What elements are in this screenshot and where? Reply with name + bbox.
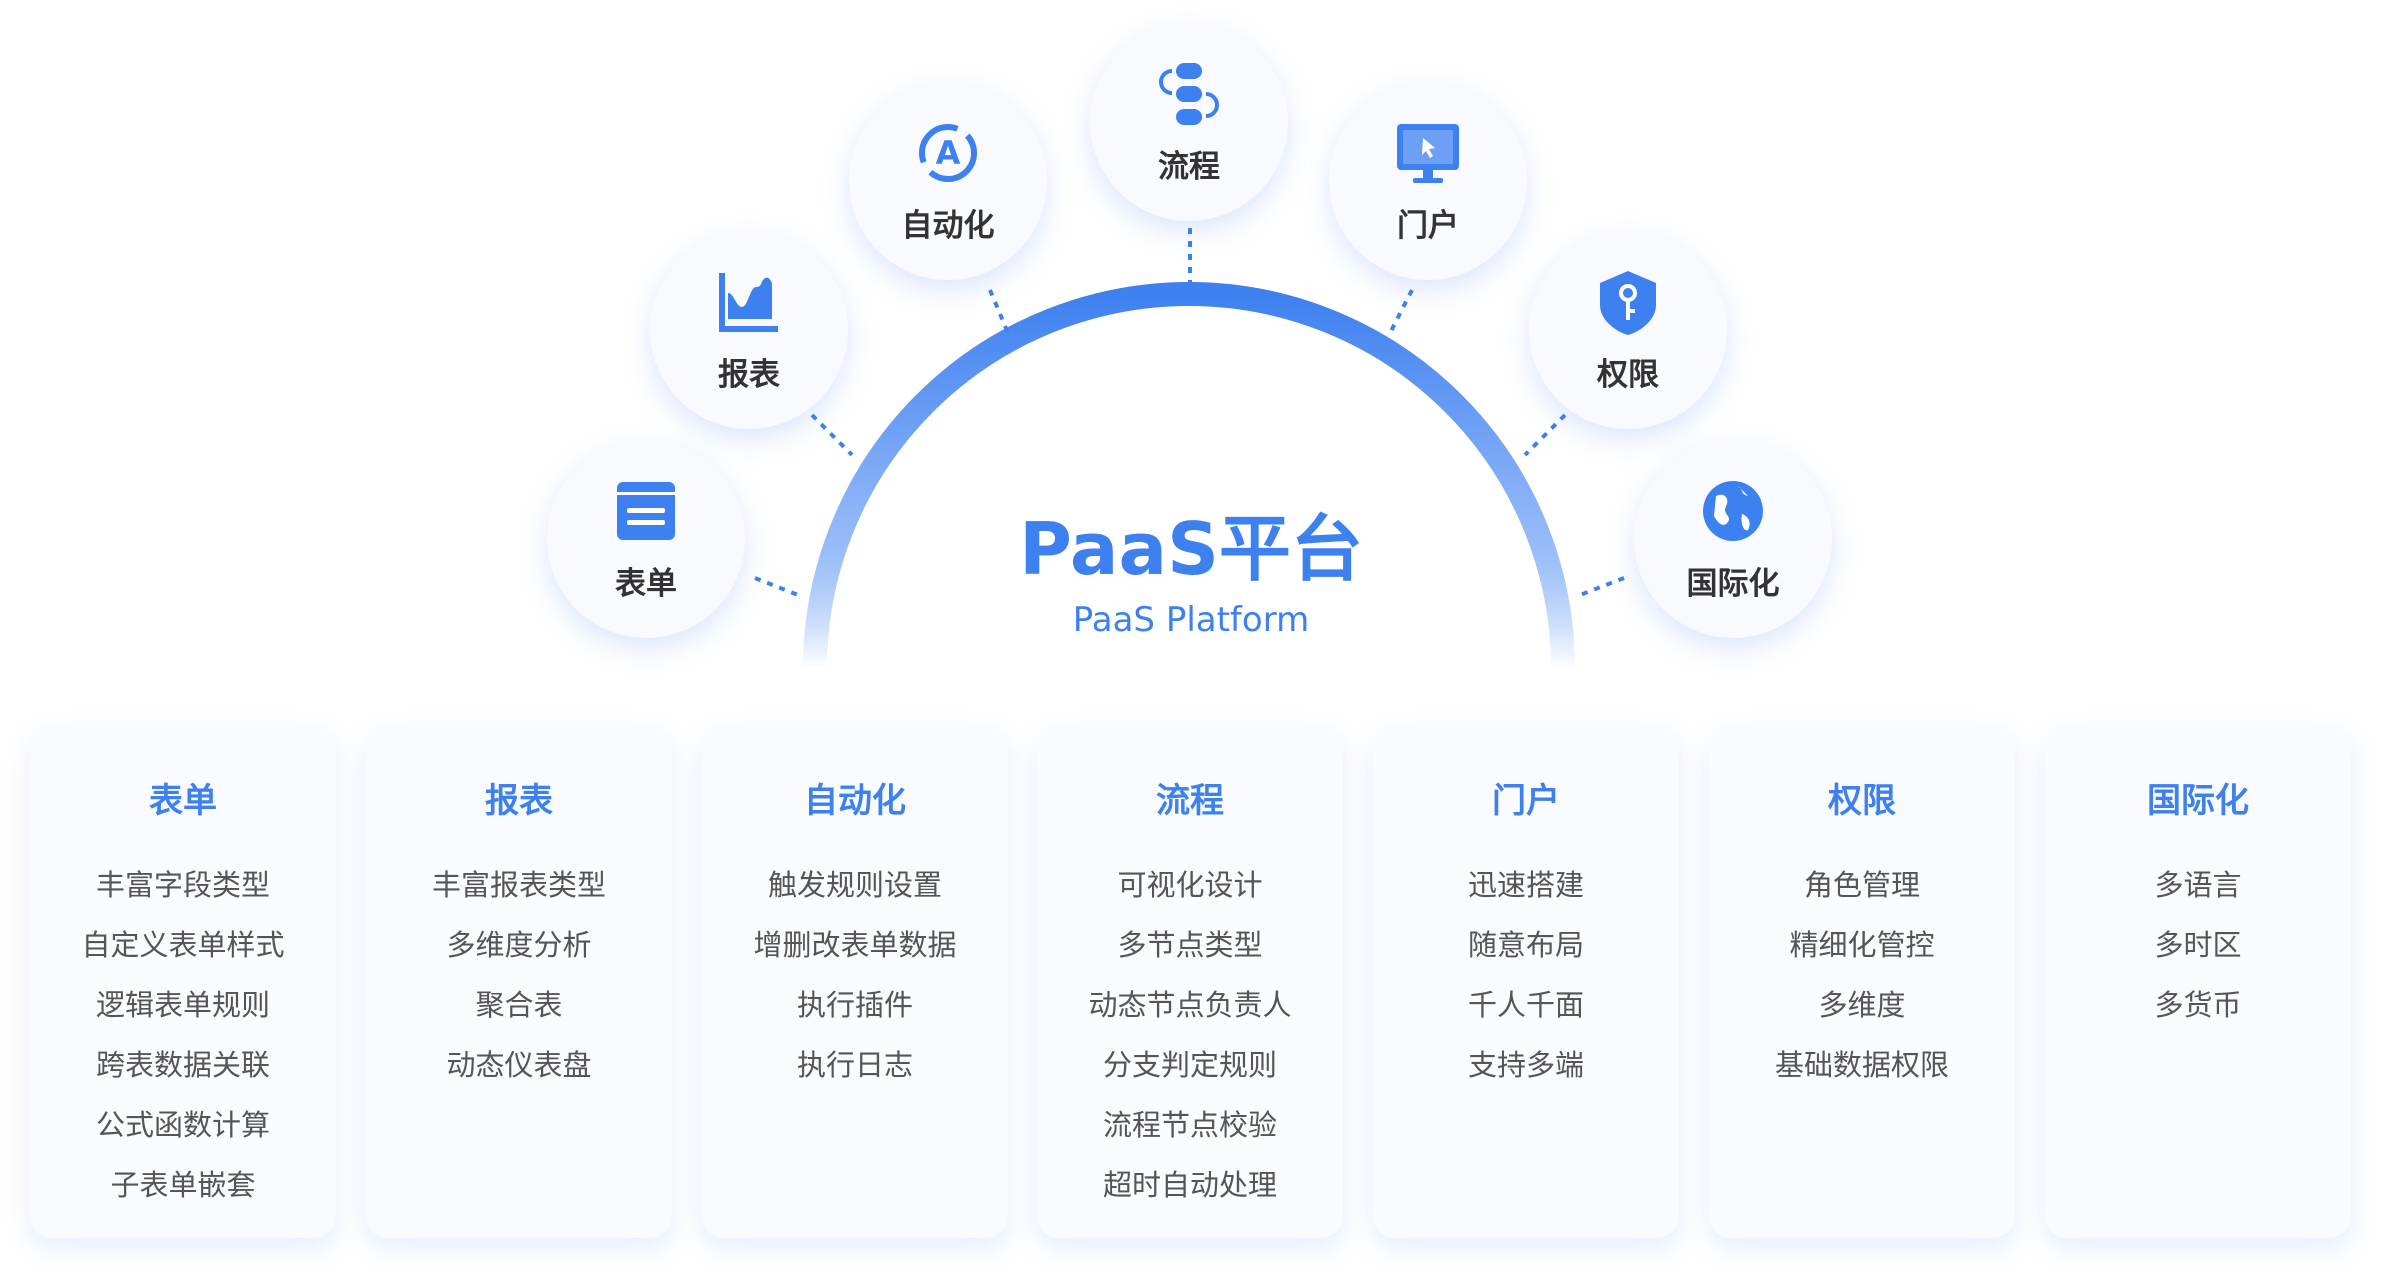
globe-icon [1703,480,1763,541]
hub-label: 报表 [718,356,780,393]
feature-item: 跨表数据关联 [95,1048,270,1082]
feature-card: 报表丰富报表类型多维度分析聚合表动态仪表盘 [366,725,672,1238]
card-title: 权限 [1828,781,1896,821]
shield-key-icon [1600,270,1656,335]
feature-item: 流程节点校验 [1102,1108,1277,1142]
feature-item: 多节点类型 [1117,928,1263,962]
feature-item: 迅速搭建 [1467,868,1584,902]
card-title: 门户 [1492,781,1560,821]
feature-item: 千人千面 [1467,988,1584,1022]
feature-item: 触发规则设置 [767,868,942,902]
feature-card: 门户迅速搭建随意布局千人千面支持多端 [1373,725,1679,1238]
feature-card: 权限角色管理精细化管控多维度基础数据权限 [1709,725,2015,1238]
feature-item: 动态节点负责人 [1088,988,1292,1022]
card-title: 表单 [149,781,217,821]
feature-item: 精细化管控 [1789,928,1935,962]
feature-card: 表单丰富字段类型自定义表单样式逻辑表单规则跨表数据关联公式函数计算子表单嵌套 [30,725,336,1238]
hub-shield-key: 权限 [1529,231,1727,429]
workflow-icon [1159,62,1219,125]
feature-list: 角色管理精细化管控多维度基础数据权限 [1709,867,2015,1107]
automation-icon: A [919,123,977,182]
feature-list: 丰富字段类型自定义表单样式逻辑表单规则跨表数据关联公式函数计算子表单嵌套 [30,867,336,1227]
svg-text:A: A [936,134,961,172]
feature-item: 增删改表单数据 [753,928,957,962]
feature-list: 迅速搭建随意布局千人千面支持多端 [1373,867,1679,1107]
hub-label: 权限 [1597,356,1659,393]
feature-card: 国际化多语言多时区多货币 [2045,725,2351,1238]
hub-label: 表单 [615,565,677,602]
feature-item: 可视化设计 [1117,868,1263,902]
hub-workflow: 流程 [1090,23,1288,221]
platform-arc [754,228,1625,669]
feature-list: 丰富报表类型多维度分析聚合表动态仪表盘 [366,867,672,1107]
form-icon [617,481,675,540]
hub-monitor: 门户 [1329,82,1527,280]
feature-list: 可视化设计多节点类型动态节点负责人分支判定规则流程节点校验超时自动处理 [1037,867,1343,1227]
feature-card: 流程可视化设计多节点类型动态节点负责人分支判定规则流程节点校验超时自动处理 [1037,725,1343,1238]
feature-item: 公式函数计算 [95,1108,270,1142]
feature-item: 执行日志 [796,1048,913,1082]
hub-label: 门户 [1397,207,1459,244]
platform-subtitle: PaaS Platform [1072,600,1310,640]
platform-title: PaaS平台 [1019,507,1363,591]
connector-lines [754,228,1625,597]
feature-item: 自定义表单样式 [81,928,285,962]
feature-list: 触发规则设置增删改表单数据执行插件执行日志 [702,867,1008,1107]
hub-globe: 国际化 [1634,440,1832,638]
feature-item: 多维度 [1818,988,1906,1022]
chart-icon [719,272,778,332]
hub-chart: 报表 [650,231,848,429]
monitor-icon [1397,123,1459,183]
feature-item: 多货币 [2154,988,2242,1022]
feature-item: 分支判定规则 [1102,1048,1277,1082]
hub-label: 国际化 [1686,565,1780,602]
feature-item: 子表单嵌套 [110,1168,256,1202]
feature-item: 多语言 [2154,868,2242,902]
feature-item: 丰富字段类型 [95,868,270,902]
feature-list: 多语言多时区多货币 [2045,867,2351,1047]
feature-item: 逻辑表单规则 [95,988,270,1022]
hub-automation: A 自动化 [849,82,1047,280]
card-title: 国际化 [2147,781,2249,821]
feature-card: 自动化触发规则设置增删改表单数据执行插件执行日志 [702,725,1008,1238]
feature-item: 超时自动处理 [1102,1168,1277,1202]
card-title: 流程 [1156,781,1224,821]
feature-item: 支持多端 [1467,1048,1584,1082]
feature-item: 基础数据权限 [1774,1048,1949,1082]
feature-item: 角色管理 [1803,868,1920,902]
feature-item: 动态仪表盘 [446,1048,592,1082]
card-title: 报表 [485,781,553,821]
card-title: 自动化 [804,781,906,821]
feature-item: 随意布局 [1467,928,1584,962]
feature-item: 执行插件 [796,988,913,1022]
feature-item: 丰富报表类型 [431,868,606,902]
hub-label: 流程 [1158,148,1220,185]
feature-item: 聚合表 [475,988,563,1022]
hub-form: 表单 [547,440,745,638]
hub-label: 自动化 [901,207,995,244]
feature-item: 多时区 [2154,928,2242,962]
feature-item: 多维度分析 [446,928,592,962]
